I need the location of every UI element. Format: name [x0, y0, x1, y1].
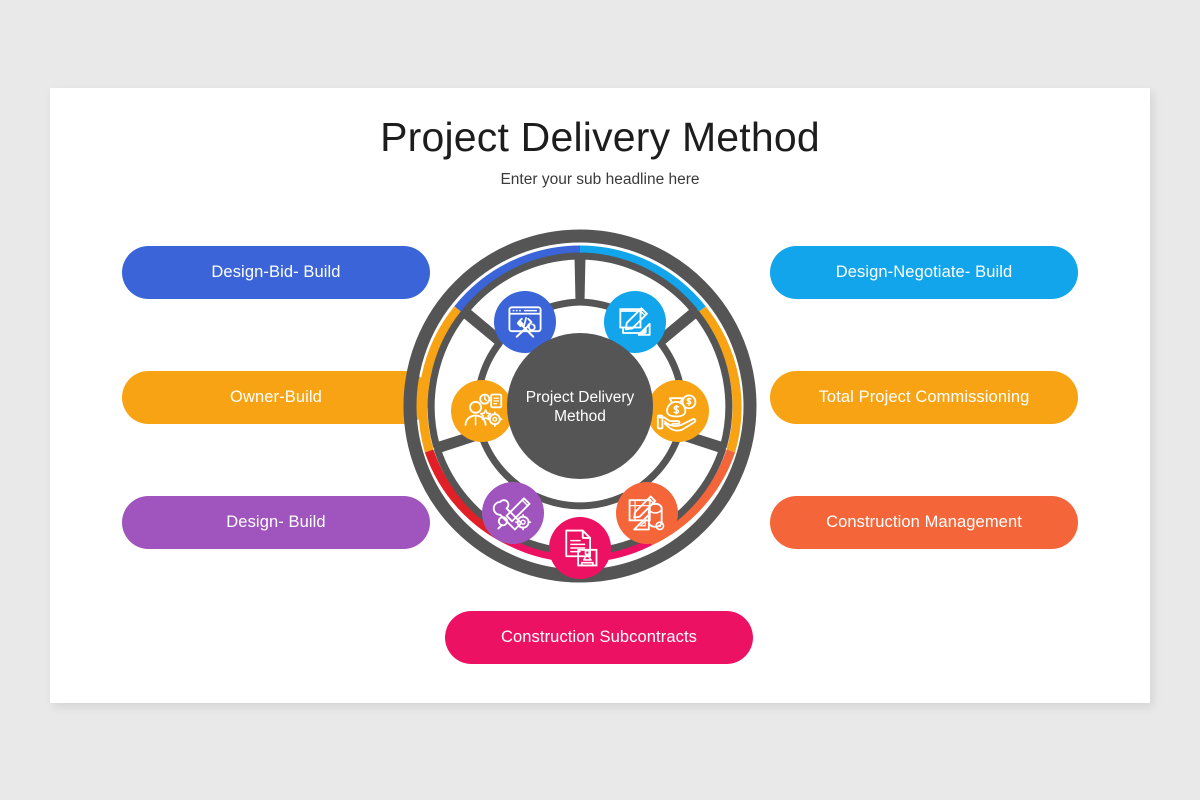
arc-total-project-commissioning [698, 306, 742, 453]
wheel-icon-badges [451, 291, 709, 579]
pill-label: Construction Management [826, 513, 1022, 531]
icon-badge-design-bid-build [494, 291, 556, 353]
pill-label: Construction Subcontracts [500, 628, 697, 646]
segment-total-project-commissioning [657, 310, 733, 450]
icon-badge-construction-subcontracts [549, 517, 611, 579]
page-title: Project Delivery Method [380, 114, 820, 160]
icon-badge-design-negotiate-build [604, 291, 666, 353]
arc-owner-build [418, 306, 462, 453]
segment-owner-build [427, 310, 503, 450]
pill-label: Design-Bid- Build [211, 263, 341, 281]
hub-label-line2: Method [554, 408, 606, 425]
pill-construction-subcontracts[interactable]: Construction Subcontracts [445, 611, 753, 664]
arc-design-negotiate-build [579, 245, 706, 312]
icon-badge-total-project-commissioning [647, 380, 709, 442]
pill-owner-build[interactable]: Owner-Build [122, 371, 430, 424]
pill-design-build[interactable]: Design- Build [122, 496, 430, 549]
icon-badge-design-build [482, 482, 544, 544]
pill-label: Design- Build [226, 513, 326, 531]
pill-design-negotiate-build[interactable]: Design-Negotiate- Build [770, 246, 1078, 299]
slide-canvas: Project Delivery Method Enter your sub h… [50, 88, 1150, 703]
pill-construction-management[interactable]: Construction Management [770, 496, 1078, 549]
icon-badge-construction-management [616, 482, 678, 544]
pill-label: Total Project Commissioning [818, 388, 1030, 406]
wheel-hub[interactable] [507, 333, 653, 479]
arc-design-bid-build [454, 245, 581, 312]
wheel-diagram: Project Delivery Method [395, 221, 765, 591]
pill-total-project-commissioning[interactable]: Total Project Commissioning [770, 371, 1078, 424]
hub-label-line1: Project Delivery [526, 389, 635, 406]
page-subtitle: Enter your sub headline here [500, 171, 700, 188]
pill-design-bid-build[interactable]: Design-Bid- Build [122, 246, 430, 299]
pill-label: Owner-Build [230, 388, 322, 406]
icon-badge-owner-build [451, 380, 513, 442]
pill-label: Design-Negotiate- Build [835, 263, 1013, 281]
